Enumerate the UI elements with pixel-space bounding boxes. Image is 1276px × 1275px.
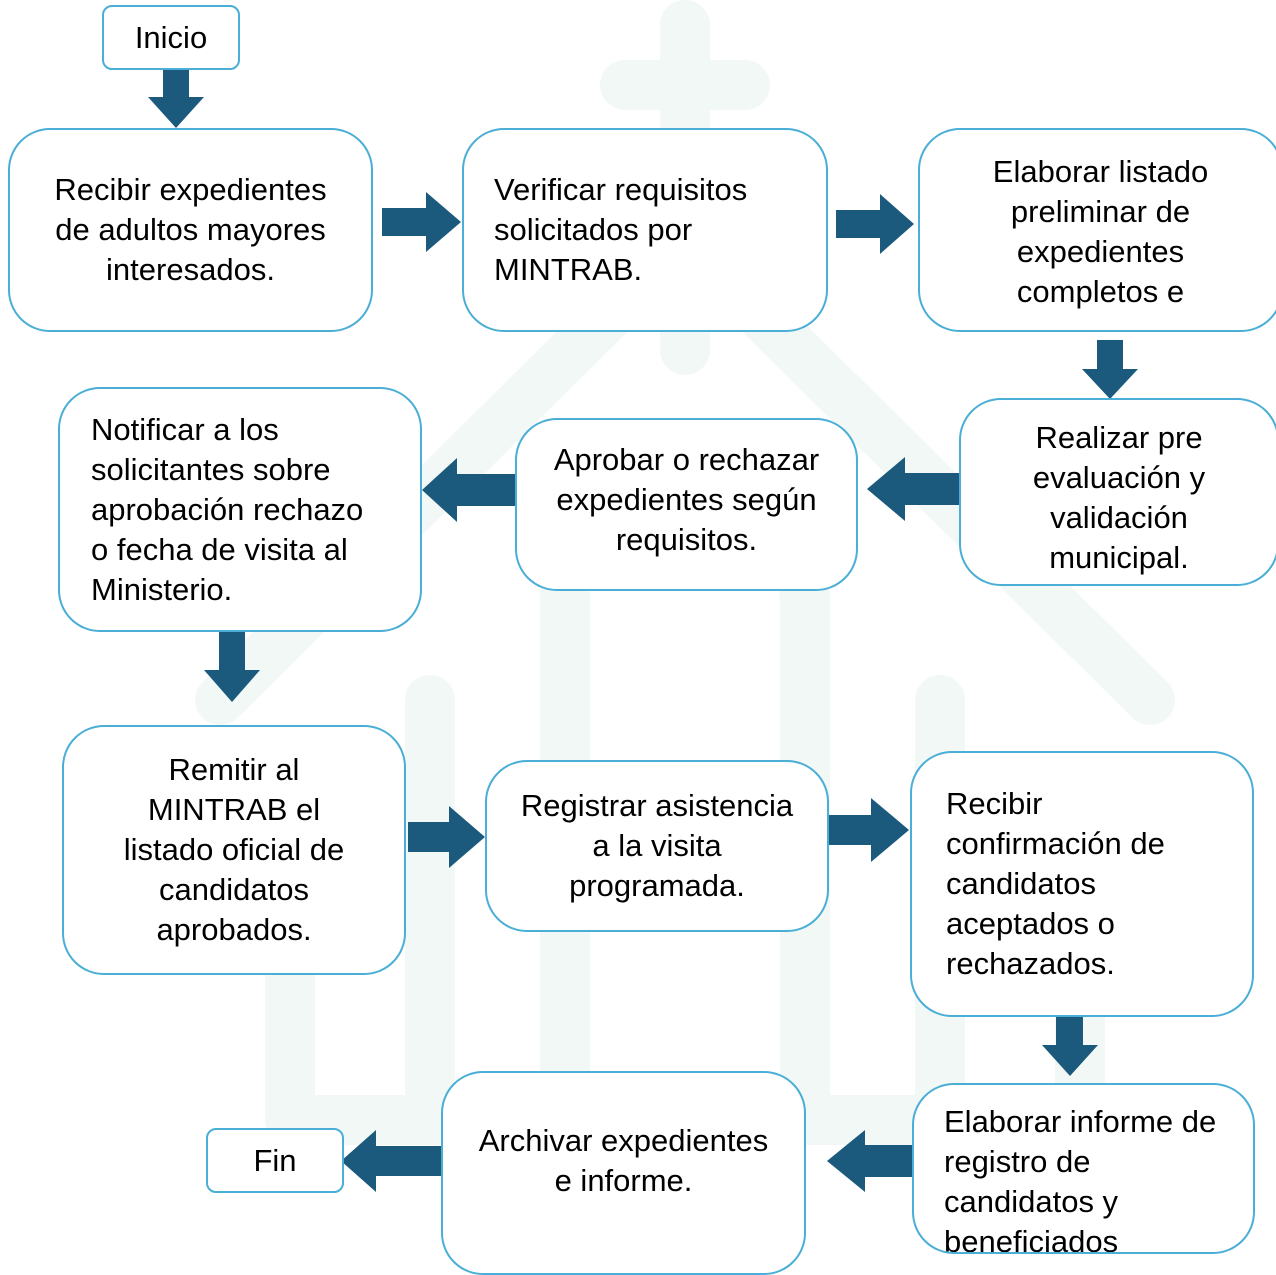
step-label: Recibir confirmación de candidatos acept… [946, 786, 1165, 981]
step-label: Recibir expedientes de adultos mayores i… [54, 172, 327, 287]
step-registrar-asistencia: Registrar asistencia a la visita program… [485, 760, 829, 932]
arrow-left-pre-evaluacion [867, 457, 960, 521]
step-label: Remitir al MINTRAB el listado oficial de… [123, 752, 345, 947]
step-verificar-requisitos: Verificar requisitos solicitados por MIN… [462, 128, 828, 332]
step-label: Archivar expedientes e informe. [478, 1123, 769, 1198]
end-node: Fin [206, 1128, 344, 1193]
step-remitir-listado: Remitir al MINTRAB el listado oficial de… [62, 725, 406, 975]
arrow-left-aprobar [422, 458, 515, 522]
arrow-down-notificar [204, 632, 260, 702]
arrow-right-recibir [382, 192, 461, 252]
start-node: Inicio [102, 5, 240, 70]
step-label: Registrar asistencia a la visita program… [520, 788, 794, 903]
step-elaborar-listado: Elaborar listado preliminar de expedient… [918, 128, 1276, 332]
step-label: Elaborar listado preliminar de expedient… [992, 154, 1209, 309]
arrow-left-archivar [341, 1130, 444, 1192]
arrow-left-informe [827, 1130, 912, 1192]
step-realizar-pre-evaluacion: Realizar pre evaluación y validación mun… [959, 398, 1276, 586]
end-node-label: Fin [253, 1142, 297, 1178]
step-label: Aprobar o rechazar expedientes según req… [553, 442, 820, 557]
step-label: Realizar pre evaluación y validación mun… [1032, 420, 1206, 575]
step-archivar-expedientes: Archivar expedientes e informe. [441, 1071, 806, 1275]
step-label: Verificar requisitos solicitados por MIN… [494, 172, 748, 287]
step-notificar-solicitantes: Notificar a los solicitantes sobre aprob… [58, 387, 422, 632]
arrow-right-verificar [836, 194, 914, 254]
step-label: Notificar a los solicitantes sobre aprob… [91, 411, 364, 607]
step-aprobar-rechazar: Aprobar o rechazar expedientes según req… [515, 418, 858, 591]
arrow-right-remitir [408, 806, 485, 868]
arrow-down-inicio [148, 69, 204, 128]
start-node-label: Inicio [134, 19, 208, 55]
arrow-down-listado [1082, 340, 1138, 399]
arrow-right-registrar [829, 798, 909, 862]
step-recibir-expedientes: Recibir expedientes de adultos mayores i… [8, 128, 373, 332]
step-label: Elaborar informe de registro de candidat… [944, 1104, 1217, 1254]
step-elaborar-informe: Elaborar informe de registro de candidat… [912, 1083, 1255, 1254]
arrow-down-confirmacion [1042, 1017, 1098, 1076]
step-recibir-confirmacion: Recibir confirmación de candidatos acept… [910, 751, 1254, 1017]
